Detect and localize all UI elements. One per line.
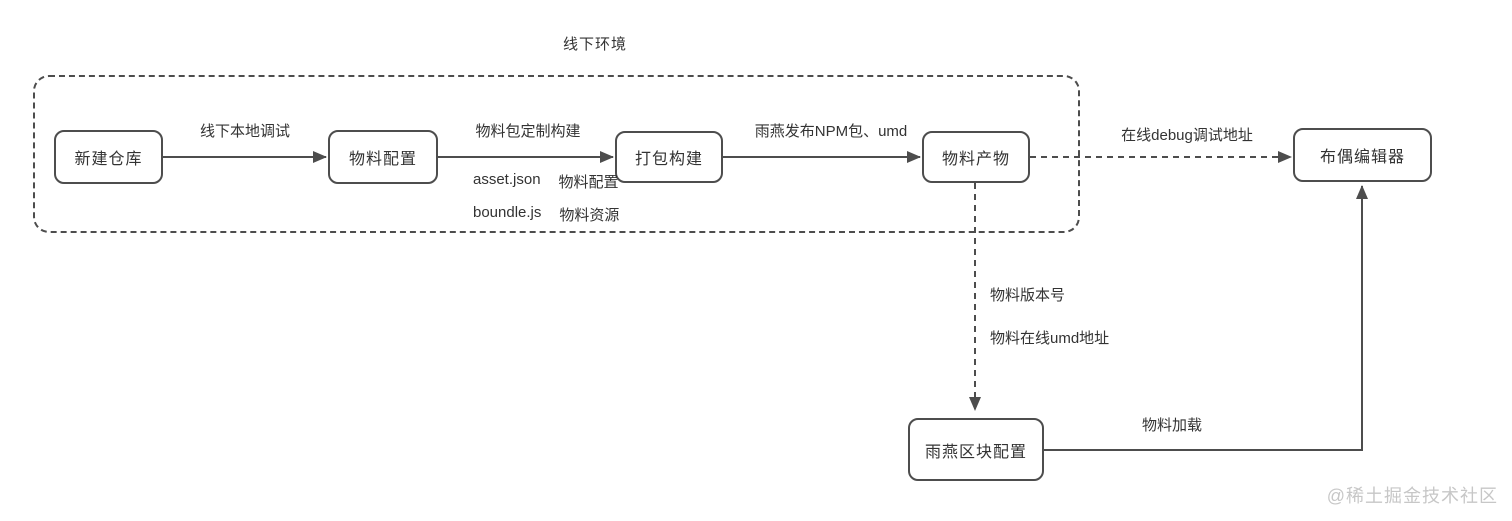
- offline-env-title: 线下环境: [562, 36, 627, 53]
- edge-npm-publish-label: 雨燕发布NPM包、umd: [754, 123, 908, 140]
- annotation-asset-json-desc: 物料配置: [558, 174, 619, 191]
- annotation-asset-json: asset.json 物料配置: [473, 171, 619, 192]
- edge-material-version-label: 物料版本号: [990, 287, 1066, 304]
- edge-custom-build-label: 物料包定制构建: [475, 123, 581, 140]
- node-build-label: 打包构建: [634, 151, 703, 168]
- node-material-artifact-label: 物料产物: [941, 151, 1010, 168]
- annotation-boundle-js-desc: 物料资源: [559, 207, 620, 224]
- annotation-boundle-js-file: boundle.js: [473, 204, 542, 221]
- edge-local-debug-label: 线下本地调试: [199, 123, 290, 140]
- edge-material-load-label: 物料加载: [1141, 417, 1202, 434]
- node-puppet-editor-label: 布偶编辑器: [1319, 149, 1405, 166]
- node-swift-block-config: 雨燕区块配置: [908, 418, 1044, 481]
- node-new-repo-label: 新建仓库: [74, 151, 143, 168]
- edge-material-load-line: [1044, 185, 1368, 451]
- juejin-watermark: @稀土掘金技术社区: [1326, 486, 1498, 506]
- annotation-asset-json-file: asset.json: [473, 171, 541, 188]
- node-new-repo: 新建仓库: [54, 130, 163, 184]
- edge-online-debug-label: 在线debug调试地址: [1121, 127, 1253, 144]
- annotation-boundle-js: boundle.js 物料资源: [473, 204, 619, 225]
- node-swift-block-config-label: 雨燕区块配置: [924, 443, 1027, 461]
- node-material-config-label: 物料配置: [348, 151, 417, 168]
- offline-env-container: [33, 75, 1080, 233]
- node-build: 打包构建: [615, 131, 723, 183]
- node-material-artifact: 物料产物: [922, 131, 1030, 183]
- node-material-config: 物料配置: [328, 130, 438, 184]
- node-puppet-editor: 布偶编辑器: [1293, 128, 1432, 182]
- edge-material-umd-url-label: 物料在线umd地址: [990, 330, 1110, 347]
